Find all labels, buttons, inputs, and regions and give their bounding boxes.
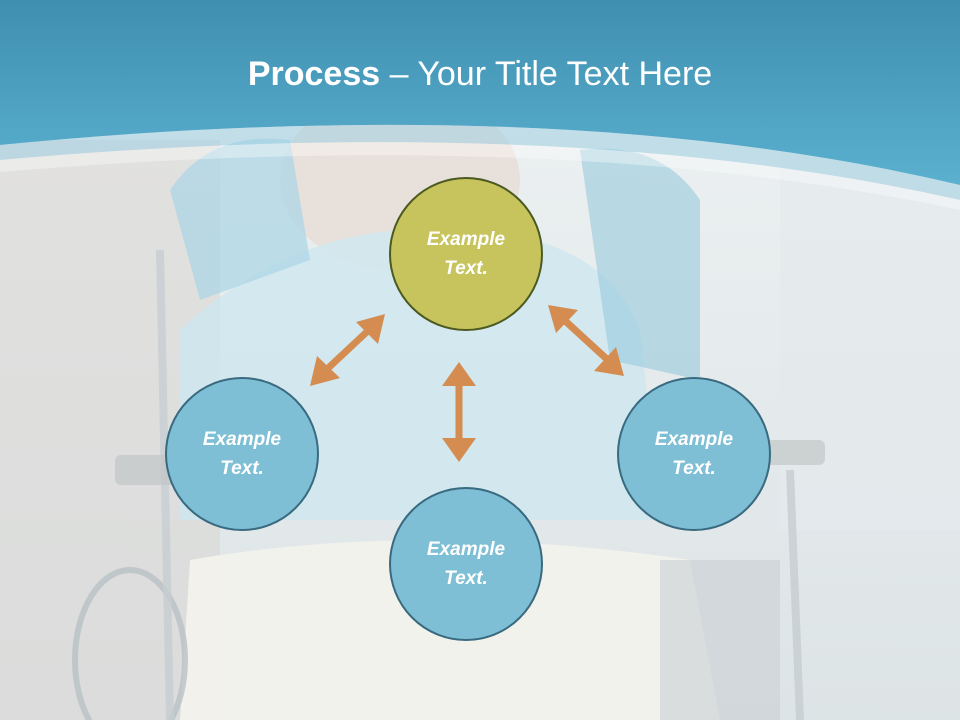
node-top-line1: Example [426,229,506,250]
arrow-top-right [559,315,613,365]
node-top[interactable]: Example Text. [389,177,543,331]
arrow-head [548,305,578,333]
title-rest: – Your Title Text Here [380,55,713,93]
arrow-head [594,347,624,376]
arrow-head [442,362,476,386]
node-right-line2: Text. [672,458,716,479]
arrow-head [442,438,476,462]
node-left-line2: Text. [220,458,264,479]
node-top-line2: Text. [444,258,488,279]
node-right[interactable]: Example Text. [617,377,771,531]
title-bold: Process [247,55,381,93]
node-bottom[interactable]: Example Text. [389,487,543,641]
arrow-head [356,314,385,344]
arrow-head [310,356,340,386]
arrow-top-left [321,324,375,375]
node-bottom-line2: Text. [444,568,488,589]
node-left-line1: Example [202,429,282,450]
node-right-line1: Example [654,429,734,450]
node-bottom-line1: Example [426,539,506,560]
node-left[interactable]: Example Text. [165,377,319,531]
slide-title: Process – Your Title Text Here [0,52,960,96]
